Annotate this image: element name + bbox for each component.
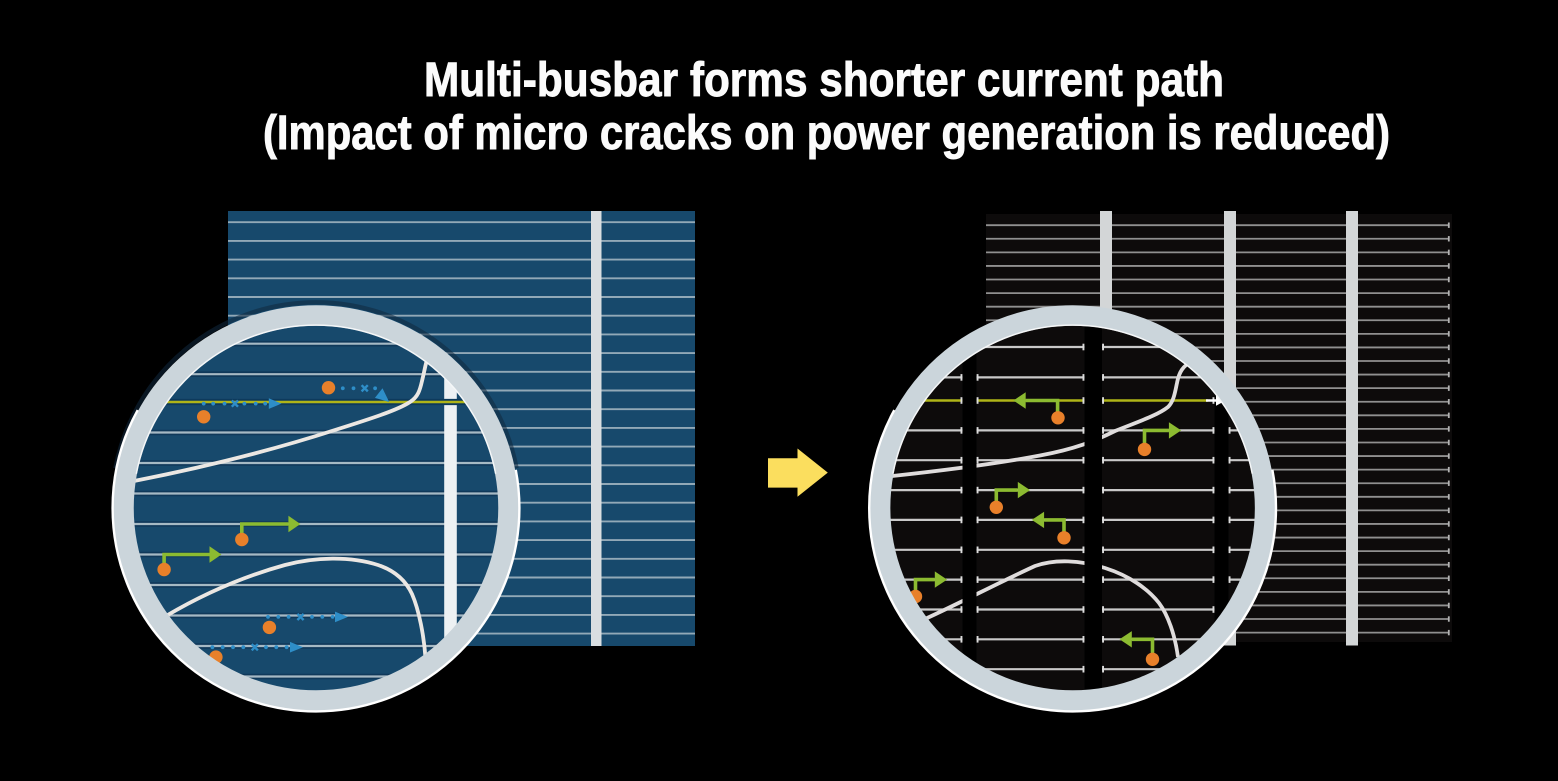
svg-text:Multi-busbar forms shorter cur: Multi-busbar forms shorter current path [424, 54, 1224, 107]
svg-text:(Impact of micro cracks on pow: (Impact of micro cracks on power generat… [263, 107, 1390, 160]
